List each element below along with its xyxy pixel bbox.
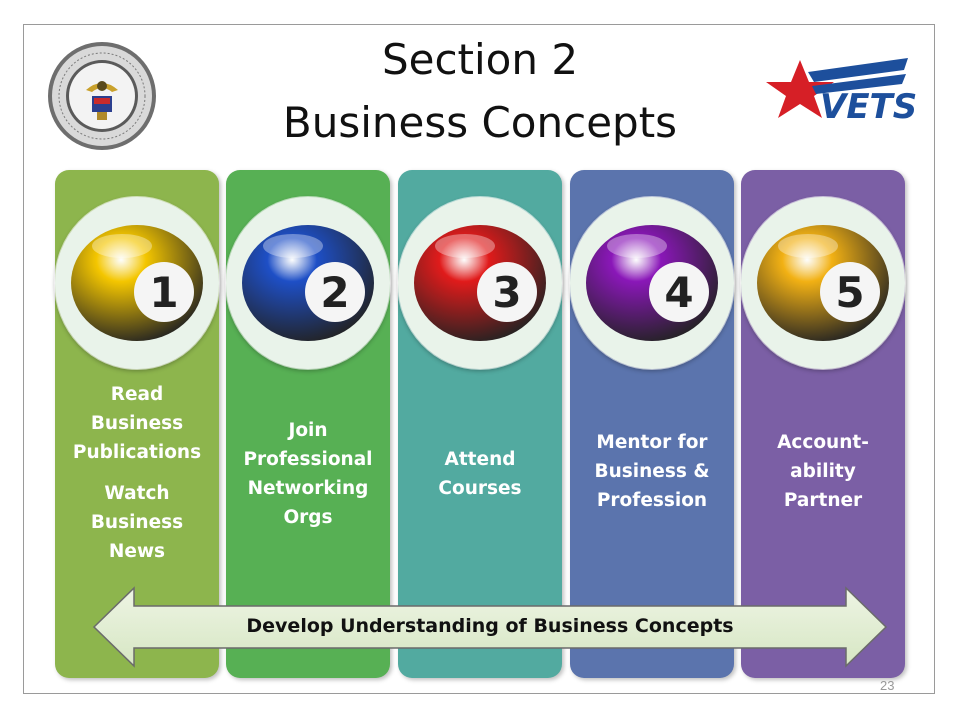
ball-3-icon: 3 xyxy=(407,206,553,360)
ball-5-icon: 5 xyxy=(750,206,896,360)
department-of-labor-seal-logo xyxy=(48,42,156,150)
step-5-line: Partner xyxy=(783,490,863,511)
step-1-text: Read Business Publications Watch Busines… xyxy=(61,380,213,566)
step-column-2: 2 Join Professional Networking Orgs xyxy=(226,170,390,678)
step-column-4: 4 Mentor for Business & Profession xyxy=(570,170,734,678)
slide-title-line-2: Business Concepts xyxy=(282,98,678,147)
ball-ring: 4 xyxy=(570,197,734,369)
arrow-label: Develop Understanding of Business Concep… xyxy=(246,615,734,637)
ball-ring: 5 xyxy=(741,197,905,369)
page-number: 23 xyxy=(880,678,895,693)
step-4-line: Mentor for xyxy=(596,432,708,453)
step-2-text: Join Professional Networking Orgs xyxy=(232,416,384,532)
step-column-5: 5 Account- ability Partner xyxy=(741,170,905,678)
step-2-line: Orgs xyxy=(283,507,333,528)
step-1-line2: News xyxy=(108,541,166,562)
step-3-line: Courses xyxy=(438,478,522,499)
step-column-3: 3 Attend Courses xyxy=(398,170,562,678)
ball-number: 4 xyxy=(664,268,693,317)
double-arrow-icon xyxy=(92,586,888,668)
ball-ring: 1 xyxy=(55,197,219,369)
step-1-line: Read xyxy=(110,384,164,405)
ball-ring: 3 xyxy=(398,197,562,369)
ball-number: 1 xyxy=(149,268,178,317)
step-3-text: Attend Courses xyxy=(404,445,556,503)
step-4-text: Mentor for Business & Profession xyxy=(576,428,728,515)
ball-4-icon: 4 xyxy=(579,206,725,360)
step-5-line: Account- xyxy=(777,432,869,453)
step-1-line: Business xyxy=(90,413,184,434)
step-4-line: Business & xyxy=(594,461,710,482)
ball-1-icon: 1 xyxy=(64,206,210,360)
step-1-line2: Watch xyxy=(104,483,170,504)
step-5-line: ability xyxy=(790,461,856,482)
step-4-line: Profession xyxy=(596,490,708,511)
step-5-text: Account- ability Partner xyxy=(747,428,899,515)
step-3-line: Attend xyxy=(444,449,516,470)
step-2-line: Professional xyxy=(243,449,373,470)
svg-text:VETS: VETS xyxy=(820,87,916,127)
vets-logo: VETS xyxy=(766,58,916,127)
slide-title-line-1: Section 2 xyxy=(381,35,579,84)
ball-number: 3 xyxy=(492,268,521,317)
step-1-line2: Business xyxy=(90,512,184,533)
step-2-line: Join xyxy=(288,420,328,441)
ball-2-icon: 2 xyxy=(235,206,381,360)
ball-number: 5 xyxy=(835,268,864,317)
ball-ring: 2 xyxy=(226,197,390,369)
step-column-1: 1 Read Business Publications Watch Busin… xyxy=(55,170,219,678)
ball-number: 2 xyxy=(320,268,349,317)
step-1-line: Publications xyxy=(72,442,202,463)
step-2-line: Networking xyxy=(247,478,369,499)
